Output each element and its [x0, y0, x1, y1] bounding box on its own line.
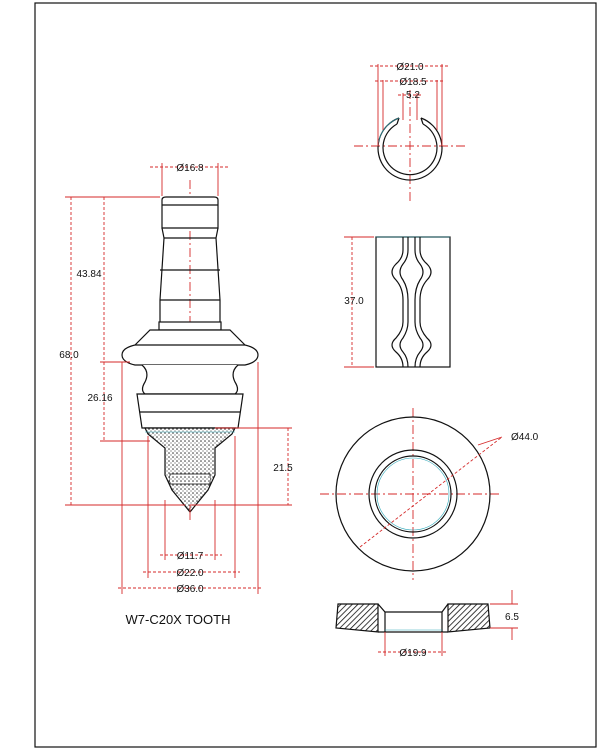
dim-washer-inner: Ø19.9 [399, 648, 427, 659]
dim-sleeve-length: 37.0 [344, 296, 364, 307]
dim-washer-thickness: 6.5 [505, 612, 519, 623]
carbide-tip [144, 427, 236, 513]
dim-flange-dia: Ø36.0 [176, 584, 204, 595]
dim-lower-length: 26.16 [87, 393, 112, 404]
dim-sleeve-inner: Ø18.5 [399, 77, 427, 88]
dim-head-dia: Ø16.8 [176, 163, 204, 174]
dim-body-dia: Ø22.0 [176, 568, 204, 579]
sleeve-end-view: Ø21.0 Ø18.5 5.2 [354, 62, 466, 202]
drawing-title: W7-C20X TOOTH [126, 612, 231, 627]
sleeve-side-view: 37.0 [344, 236, 451, 368]
dim-sleeve-gap: 5.2 [406, 90, 420, 101]
dim-tip-length: 21.5 [273, 463, 293, 474]
drawing-border [34, 2, 597, 748]
dim-washer-outer: Ø44.0 [511, 432, 539, 443]
dim-upper-length: 43.84 [76, 269, 101, 280]
dim-sleeve-outer: Ø21.0 [396, 62, 424, 73]
dim-tip-dia: Ø11.7 [177, 551, 204, 562]
dim-total-length: 68.0 [59, 350, 79, 361]
washer-section-view: 6.5 Ø19.9 [335, 590, 519, 659]
washer-top-view: Ø44.0 [320, 408, 539, 580]
tooth-side-view: Ø16.8 43.84 68.0 26.16 21.5 Ø11.7 Ø22.0 … [59, 163, 293, 627]
